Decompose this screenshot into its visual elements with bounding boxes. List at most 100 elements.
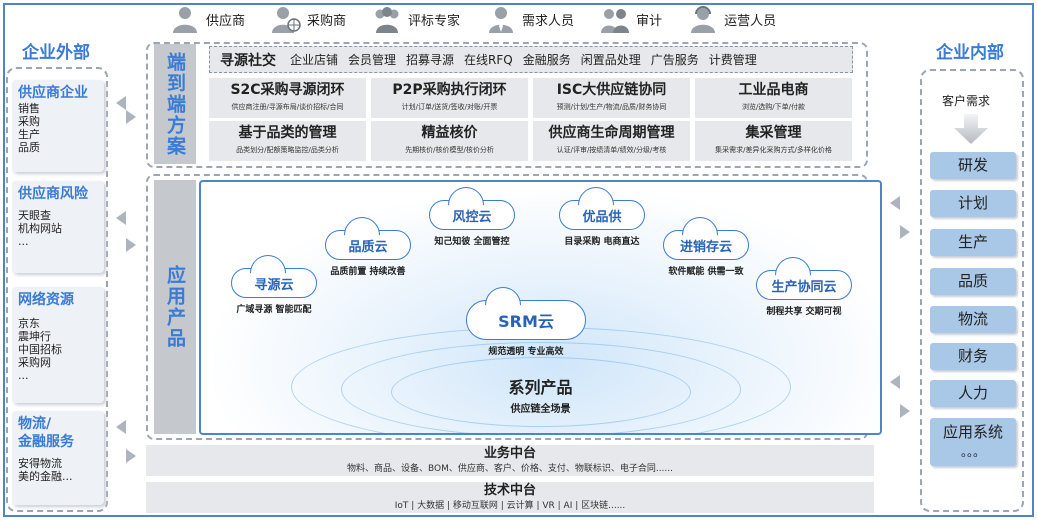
dept-dots: 。。。 bbox=[960, 445, 985, 459]
cloud-desc: 知己知彼 全面管控 bbox=[434, 237, 510, 247]
solution-s2c: S2C采购寻源闭环 供应商注册/寻源布局/谈价招标/合同 bbox=[209, 78, 366, 118]
internal-panel bbox=[920, 69, 1024, 512]
cloud-icon: 进销存云 bbox=[663, 230, 749, 260]
external-box-network: 网络资源 京东 震坤行 中国招标 采购网 ... bbox=[12, 287, 104, 403]
box-item: ... bbox=[18, 235, 29, 248]
solution-sub: 计划/订单/送货/签收/对账/开票 bbox=[401, 103, 498, 111]
solution-sub: 浏览/选购/下单/付款 bbox=[741, 103, 806, 111]
box-title: 供应商企业 bbox=[18, 85, 88, 101]
cloud-icon: 生产协同云 bbox=[756, 270, 852, 300]
solution-sub: 认证/评审/按绩清单/绩效/分级/考核 bbox=[556, 146, 667, 154]
solution-title: ISC大供应链协同 bbox=[556, 82, 667, 98]
solution-centralized: 集采管理 集采需求/差异化采购方式/多样化价格 bbox=[695, 121, 852, 161]
series-title: 系列产品 bbox=[508, 378, 573, 397]
role-label: 审计 bbox=[636, 13, 663, 29]
social-item: 招募寻源 bbox=[406, 53, 455, 67]
internal-dept: 计划 bbox=[930, 190, 1016, 217]
cloud-name: 生产协同云 bbox=[771, 279, 837, 295]
cloud-desc: 目录采购 电商直达 bbox=[564, 237, 640, 247]
solution-ecommerce: 工业品电商 浏览/选购/下单/付款 bbox=[695, 78, 852, 118]
cloud-icon: 品质云 bbox=[325, 230, 411, 260]
cloud-desc: 软件赋能 供需一致 bbox=[668, 267, 744, 277]
solution-isc: ISC大供应链协同 预测/计划/生产/物流/品质/财务协同 bbox=[533, 78, 690, 118]
cloud-desc: 品质前置 持续改善 bbox=[330, 267, 406, 277]
role-label: 供应商 bbox=[206, 13, 246, 29]
box-item: 采购网 bbox=[18, 356, 51, 369]
platform-sub: 物料、商品、设备、BOM、供应商、客户、价格、支付、物联标识、电子合同.....… bbox=[346, 464, 674, 474]
external-box-risk: 供应商风险 天眼查 机构网站 ... bbox=[12, 181, 104, 273]
cloud-name: SRM云 bbox=[498, 312, 554, 331]
box-item: 生产 bbox=[18, 128, 40, 141]
cloud-icon: 风控云 bbox=[429, 200, 515, 230]
box-item: 中国招标 bbox=[18, 343, 62, 356]
box-title: 供应商风险 bbox=[18, 186, 88, 202]
arrow-right-icon bbox=[126, 110, 136, 124]
cloud-premium: 优品供 目录采购 电商直达 bbox=[559, 200, 645, 247]
role-label: 运营人员 bbox=[724, 13, 777, 29]
cloud-desc: 规范透明 专业高效 bbox=[488, 347, 564, 357]
solution-title: 供应商生命周期管理 bbox=[548, 125, 675, 141]
arrow-down-icon bbox=[954, 114, 988, 144]
social-item: 金融服务 bbox=[522, 53, 571, 67]
box-item: 采购 bbox=[18, 115, 40, 128]
role-label: 采购商 bbox=[307, 13, 347, 29]
solution-sub: 先期核价/核价模型/核价分析 bbox=[405, 146, 494, 154]
role-requester: 需求人员 bbox=[486, 2, 574, 36]
cloud-quality: 品质云 品质前置 持续改善 bbox=[325, 230, 411, 277]
apps-label: 应用产品 bbox=[154, 180, 196, 434]
role-buyer: 采购商 bbox=[271, 2, 346, 36]
diagram-frame bbox=[3, 3, 1034, 517]
box-item: 机构网站 bbox=[18, 222, 62, 235]
internal-dept: 研发 bbox=[930, 152, 1016, 179]
demand-label: 客户需求 bbox=[942, 94, 991, 108]
external-panel bbox=[6, 67, 108, 512]
series-sub: 供应链全场景 bbox=[510, 404, 571, 415]
internal-dept: 品质 bbox=[930, 268, 1016, 295]
box-item: 安得物流 bbox=[18, 457, 62, 470]
person-tie-icon bbox=[489, 7, 514, 33]
cloud-risk: 风控云 知己知彼 全面管控 bbox=[429, 200, 515, 247]
group-icon bbox=[375, 7, 399, 33]
box-item: 品质 bbox=[18, 141, 40, 154]
arrow-right-icon bbox=[126, 238, 136, 252]
apps-canvas: 风控云 知己知彼 全面管控 优品供 目录采购 电商直达 品质云 品质前置 持续改… bbox=[199, 180, 882, 435]
cloud-name: 品质云 bbox=[348, 239, 388, 255]
internal-dept: 人力 bbox=[930, 380, 1016, 407]
solution-title: S2C采购寻源闭环 bbox=[230, 82, 345, 98]
person-globe-icon bbox=[272, 7, 301, 33]
group-icon bbox=[601, 9, 630, 33]
e2e-label: 端到端方案 bbox=[154, 44, 196, 164]
social-item: 会员管理 bbox=[348, 53, 397, 67]
box-item: 销售 bbox=[18, 102, 40, 115]
e2e-panel bbox=[146, 42, 868, 168]
cloud-inventory: 进销存云 软件赋能 供需一致 bbox=[663, 230, 749, 277]
cloud-production: 生产协同云 制程共享 交期可视 bbox=[756, 270, 852, 317]
solution-title: 工业品电商 bbox=[738, 82, 809, 98]
cloud-desc: 广域寻源 智能匹配 bbox=[236, 305, 312, 315]
role-label: 需求人员 bbox=[522, 13, 575, 29]
internal-dept: 物流 bbox=[930, 306, 1016, 333]
arrow-left-icon bbox=[890, 375, 900, 389]
arrow-right-icon bbox=[126, 449, 136, 463]
solution-sub: 供应商注册/寻源布局/谈价招标/合同 bbox=[231, 103, 344, 111]
business-platform: 业务中台 物料、商品、设备、BOM、供应商、客户、价格、支付、物联标识、电子合同… bbox=[146, 445, 874, 476]
external-box-logistics: 物流/ 金融服务 安得物流 美的金融... bbox=[12, 411, 104, 505]
internal-dept: 生产 bbox=[930, 229, 1016, 256]
social-sourcing-bar: 寻源社交 企业店铺 会员管理 招募寻源 在线RFQ 金融服务 闲置品处理 广告服… bbox=[209, 46, 853, 73]
platform-sub: IoT | 大数据 | 移动互联网 | 云计算 | VR | AI | 区块链.… bbox=[394, 501, 626, 511]
cloud-name: 优品供 bbox=[582, 209, 622, 225]
solution-title: 精益核价 bbox=[421, 125, 478, 141]
social-item: 闲置品处理 bbox=[580, 53, 641, 67]
social-item: 广告服务 bbox=[650, 53, 699, 67]
cloud-name: 寻源云 bbox=[254, 277, 294, 293]
solution-title: 基于品类的管理 bbox=[238, 125, 337, 141]
social-title: 寻源社交 bbox=[220, 52, 276, 69]
solution-lifecycle: 供应商生命周期管理 认证/评审/按绩清单/绩效/分级/考核 bbox=[533, 121, 690, 161]
role-operator: 运营人员 bbox=[688, 2, 776, 36]
internal-dept-systems: 应用系统 。。。 bbox=[930, 418, 1016, 466]
solution-sub: 集采需求/差异化采购方式/多样化价格 bbox=[715, 146, 832, 154]
roles-bar: 供应商 采购商 评标专家 需求人员 审计 运营人员 bbox=[170, 2, 870, 36]
box-item: 震坤行 bbox=[18, 330, 51, 343]
social-item: 企业店铺 bbox=[290, 53, 339, 67]
social-item: 计费管理 bbox=[708, 53, 757, 67]
